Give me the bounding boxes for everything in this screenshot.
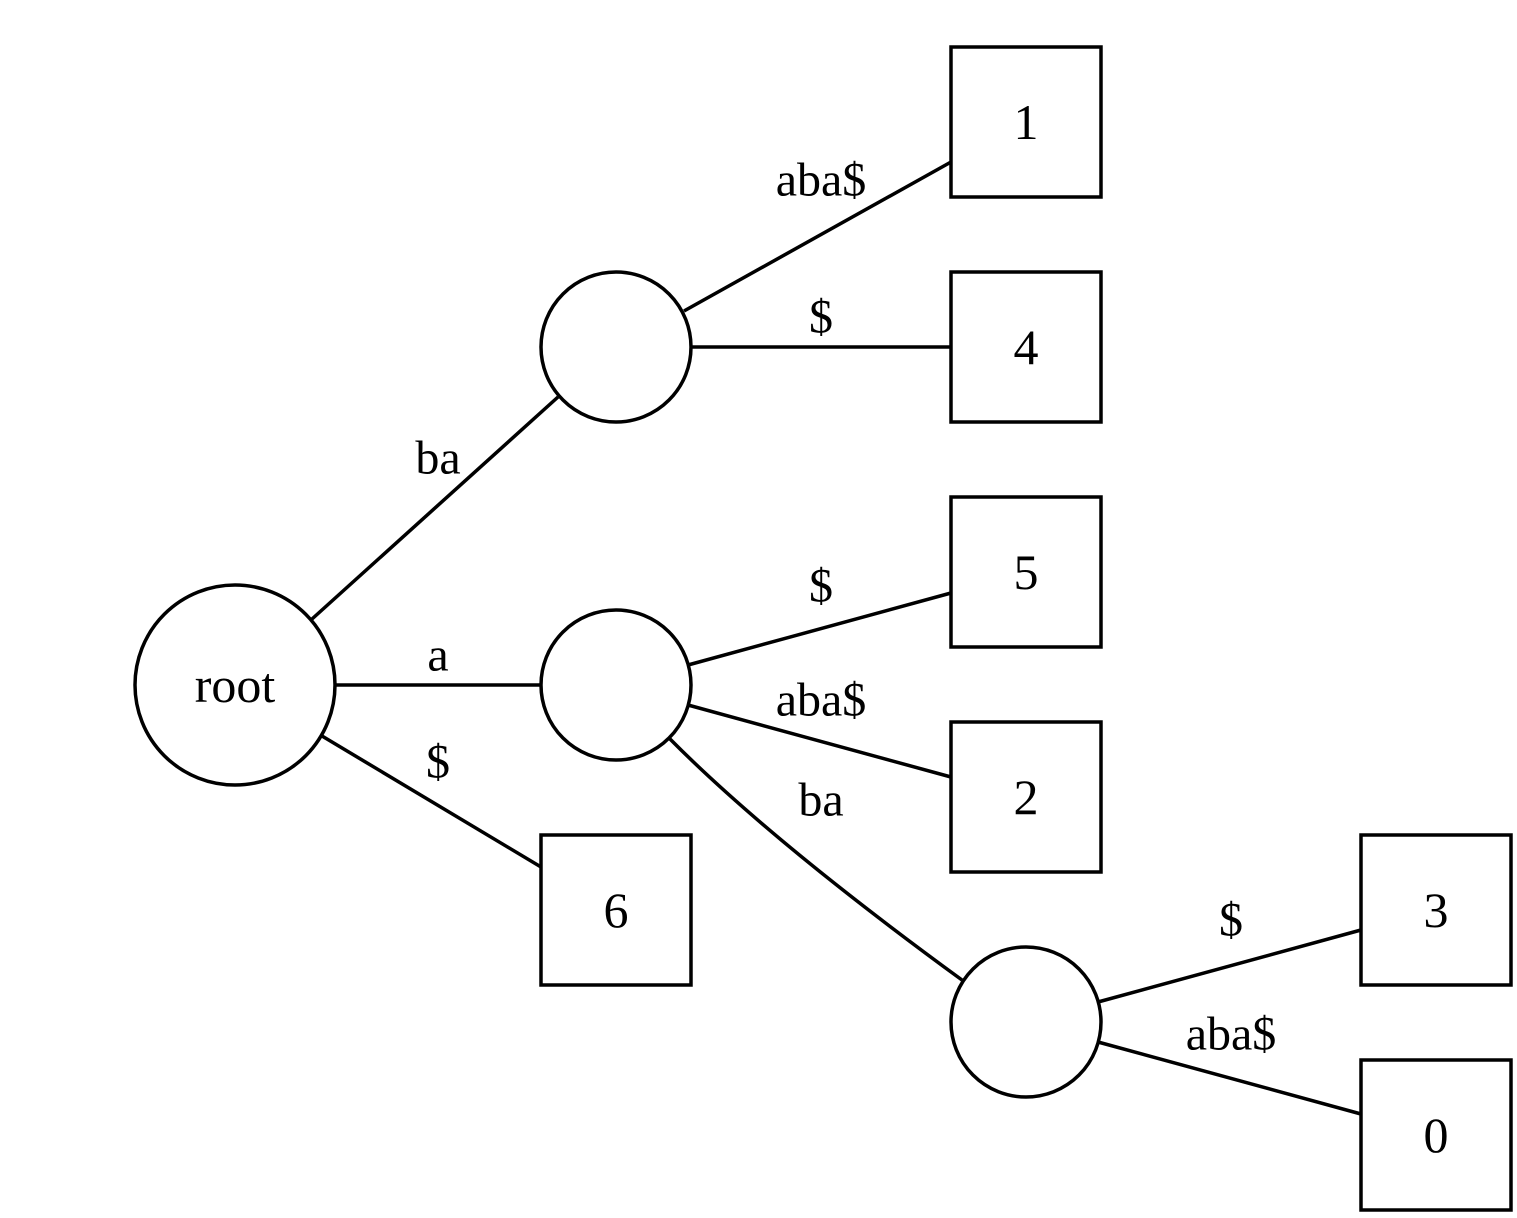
node-a-circle [539, 608, 693, 762]
node-root-label: root [195, 657, 276, 713]
edge-label-root-to-leaf-6: $ [426, 736, 450, 789]
leaf-0-box [1359, 1058, 1513, 1212]
leaf-nodes: 1 4 5 2 6 3 0 [539, 45, 1513, 1212]
node-ba-circle [539, 270, 693, 424]
edge-label-aba-to-leaf-0: aba$ [1186, 1008, 1277, 1061]
leaf-5-label: 5 [1014, 544, 1039, 600]
leaf-4-box [949, 270, 1103, 424]
leaf-0: 0 [1359, 1058, 1513, 1212]
leaf-1: 1 [949, 45, 1103, 199]
leaf-5: 5 [949, 495, 1103, 649]
edge-label-ba-to-leaf-4: $ [809, 291, 833, 344]
edge-label-root-to-a: a [427, 629, 448, 682]
node-a [539, 608, 693, 762]
node-aba [949, 945, 1103, 1099]
leaf-2-label: 2 [1014, 769, 1039, 825]
node-ba [539, 270, 693, 424]
node-aba-circle [949, 945, 1103, 1099]
edge-a-to-leaf-5 [687, 591, 952, 667]
edge-label-a-to-leaf-5: $ [809, 560, 833, 613]
leaf-3-label: 3 [1424, 882, 1449, 938]
leaf-6-label: 6 [604, 882, 629, 938]
leaf-1-box [949, 45, 1103, 199]
edge-label-ba-to-leaf-1: aba$ [776, 154, 867, 207]
edge-labels: ba a $ aba$ $ $ aba$ ba $ aba$ [415, 154, 1276, 1061]
edge-label-aba-to-leaf-3: $ [1219, 894, 1243, 947]
internal-nodes: root [133, 270, 1103, 1099]
leaf-4-label: 4 [1014, 319, 1039, 375]
edge-aba-to-leaf-0 [1097, 1040, 1362, 1116]
node-root-circle [133, 583, 337, 787]
edges [310, 160, 1362, 1116]
edge-root-to-leaf-6 [321, 734, 542, 869]
edge-ba-to-leaf-1 [683, 160, 952, 313]
edge-label-a-to-aba: ba [798, 774, 843, 827]
leaf-5-box [949, 495, 1103, 649]
edge-a-to-aba [667, 736, 964, 982]
edge-a-to-leaf-2 [687, 703, 952, 779]
leaf-6-box [539, 833, 693, 987]
edge-label-a-to-leaf-2: aba$ [776, 674, 867, 727]
leaf-0-label: 0 [1424, 1107, 1449, 1163]
leaf-2: 2 [949, 720, 1103, 874]
edge-label-root-to-ba: ba [415, 432, 460, 485]
edge-root-to-ba [310, 395, 560, 621]
leaf-1-label: 1 [1014, 94, 1039, 150]
leaf-4: 4 [949, 270, 1103, 424]
edge-aba-to-leaf-3 [1097, 928, 1362, 1004]
leaf-3: 3 [1359, 833, 1513, 987]
leaf-6: 6 [539, 833, 693, 987]
leaf-3-box [1359, 833, 1513, 987]
node-root: root [133, 583, 337, 787]
leaf-2-box [949, 720, 1103, 874]
